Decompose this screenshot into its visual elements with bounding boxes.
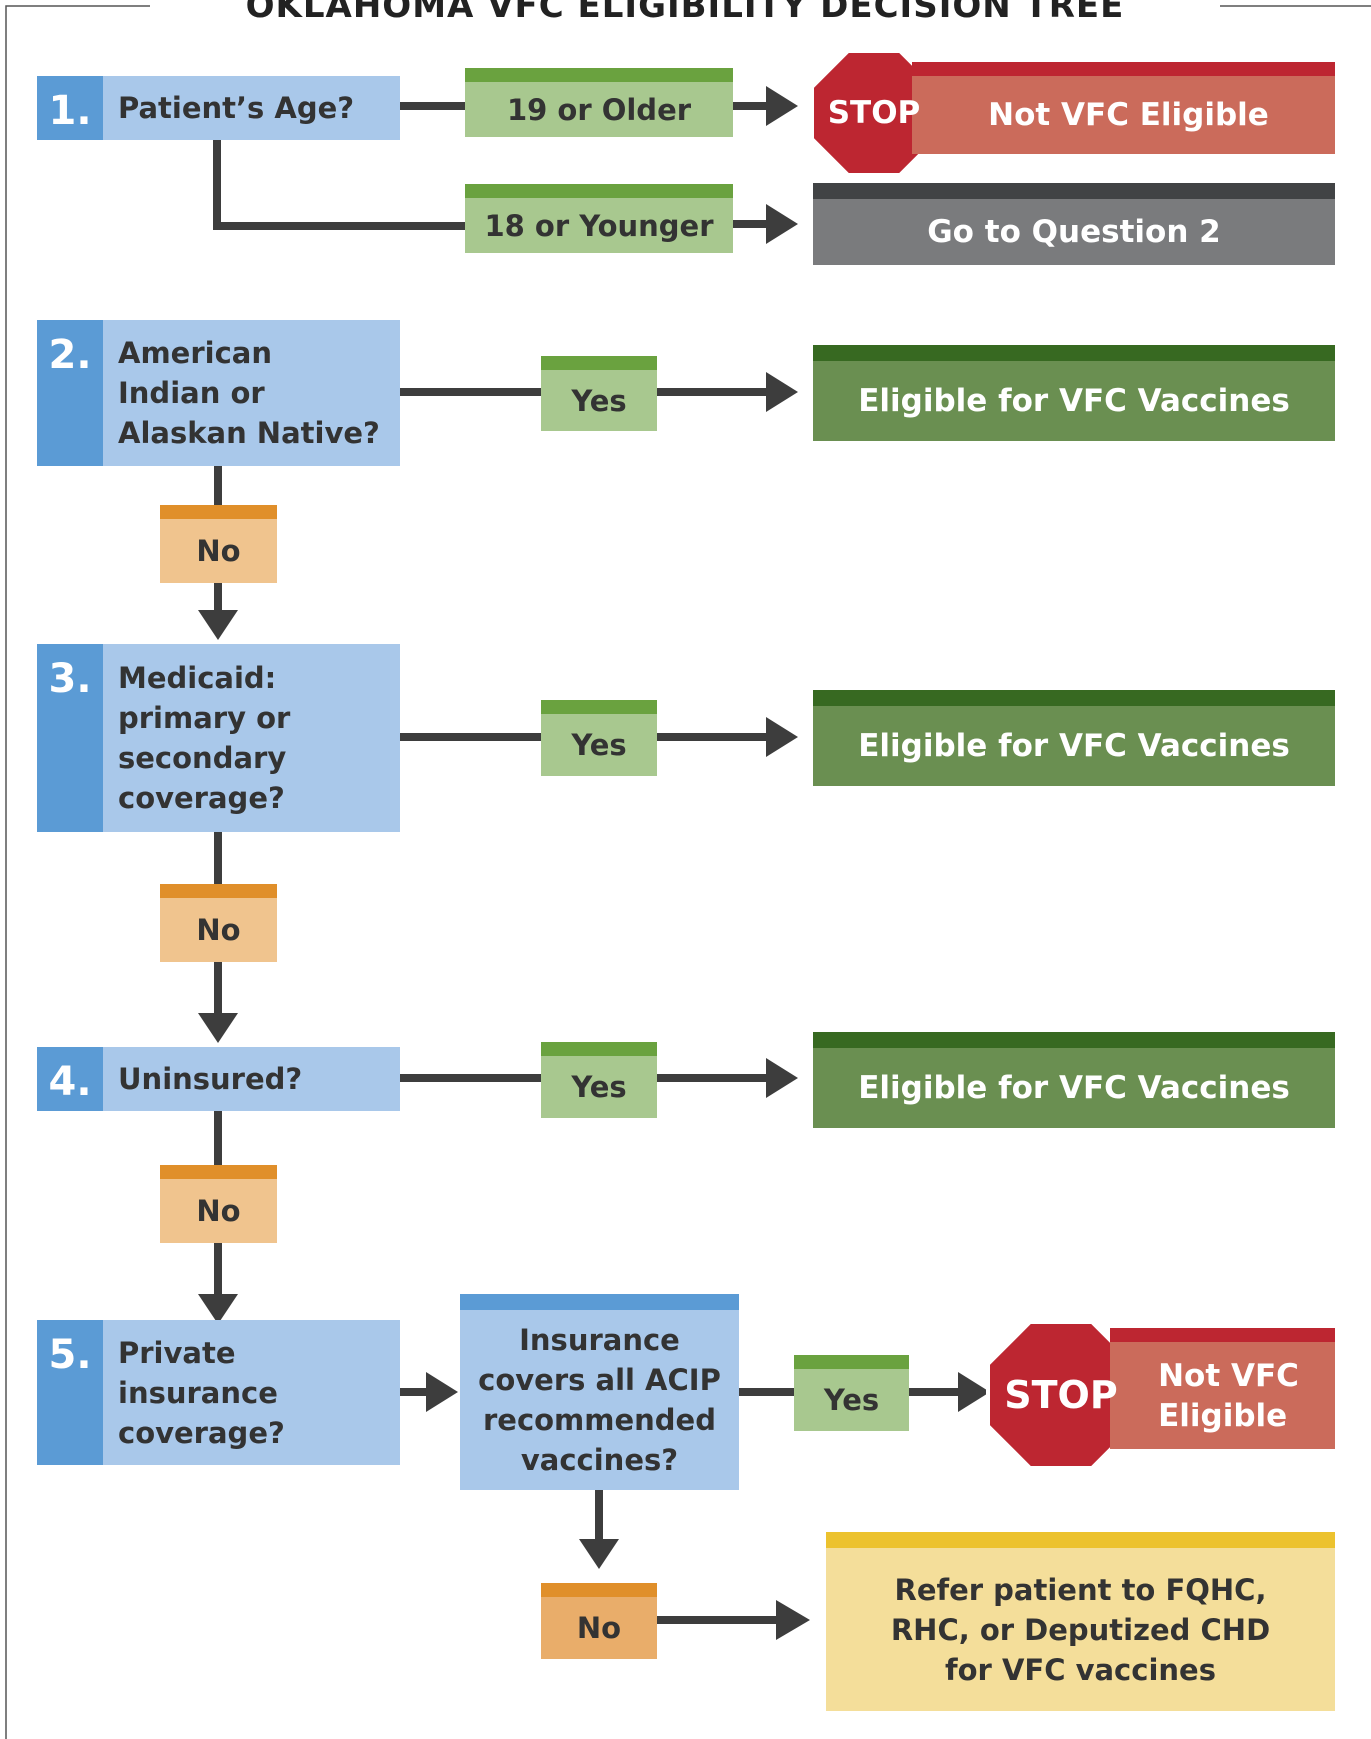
refer-line: RHC, or Deputized CHD — [890, 1612, 1271, 1647]
q5-no-label: No — [541, 1583, 657, 1659]
question-4-box: 4. Uninsured? — [37, 1047, 400, 1111]
question-5-number: 5. — [37, 1320, 103, 1465]
question-1-text: Patient’s Age? — [118, 91, 355, 125]
question-5-text: Private insurance coverage? — [118, 1320, 392, 1465]
option-19-or-older: 19 or Older — [465, 68, 733, 137]
acip-question-line: recommended — [482, 1403, 716, 1437]
acip-question-line: Insurance — [519, 1323, 680, 1357]
stop-sign-icon — [986, 1320, 1136, 1470]
question-3-line: Medicaid: — [118, 661, 277, 695]
not-eligible-line: Eligible — [1158, 1397, 1288, 1434]
acip-question-line: covers all ACIP — [478, 1363, 721, 1397]
q5-not-eligible-result: Not VFC Eligible — [1110, 1328, 1335, 1449]
question-5-box: 5. Private insurance coverage? — [37, 1320, 400, 1465]
question-4-text: Uninsured? — [118, 1062, 303, 1096]
q3-no-label: No — [160, 884, 277, 962]
question-2-number: 2. — [37, 320, 103, 466]
question-3-box: 3. Medicaid: primary or secondary covera… — [37, 644, 400, 832]
q4-yes-label: Yes — [541, 1042, 657, 1118]
q2-eligible-result: Eligible for VFC Vaccines — [813, 345, 1335, 441]
question-2-line: Indian or — [118, 376, 265, 410]
question-2-text: American Indian or Alaskan Native? — [118, 320, 392, 466]
question-3-line: primary or — [118, 701, 291, 735]
go-to-question-2: Go to Question 2 — [813, 183, 1335, 265]
q4-no-label: No — [160, 1165, 277, 1243]
refer-line: for VFC vaccines — [945, 1652, 1216, 1687]
q4-eligible-result: Eligible for VFC Vaccines — [813, 1032, 1335, 1128]
page-title: OKLAHOMA VFC ELIGIBILITY DECISION TREE — [150, 0, 1220, 28]
question-1-box: 1. Patient’s Age? — [37, 76, 400, 140]
question-5-line: coverage? — [118, 1415, 285, 1450]
q2-no-label: No — [160, 505, 277, 583]
question-4-number: 4. — [37, 1047, 103, 1111]
question-2-line: American — [118, 336, 272, 370]
question-3-number: 3. — [37, 644, 103, 832]
connector-lines — [213, 102, 962, 1624]
question-3-line: secondary — [118, 741, 287, 775]
refer-line: Refer patient to FQHC, — [894, 1572, 1267, 1607]
stop-sign-label-1: STOP — [827, 95, 921, 131]
question-2-line: Alaskan Native? — [118, 416, 380, 450]
option-18-or-younger: 18 or Younger — [465, 184, 733, 253]
q2-yes-label: Yes — [541, 356, 657, 431]
q3-eligible-result: Eligible for VFC Vaccines — [813, 690, 1335, 786]
question-5-line: insurance — [118, 1375, 278, 1410]
question-3-text: Medicaid: primary or secondary coverage? — [118, 644, 392, 832]
stop-sign-label-2: STOP — [1004, 1373, 1118, 1417]
not-eligible-result-1: Not VFC Eligible — [912, 62, 1335, 154]
acip-question-line: vaccines? — [520, 1443, 679, 1477]
question-3-line: coverage? — [118, 781, 285, 815]
question-2-box: 2. American Indian or Alaskan Native? — [37, 320, 400, 466]
arrowheads — [198, 86, 990, 1640]
q3-yes-label: Yes — [541, 700, 657, 776]
refer-patient-result: Refer patient to FQHC, RHC, or Deputized… — [826, 1532, 1335, 1711]
question-5-line: Private — [118, 1335, 236, 1370]
acip-coverage-question: Insurance covers all ACIP recommended va… — [460, 1294, 739, 1490]
not-eligible-line: Not VFC — [1158, 1357, 1299, 1394]
q5-yes-label: Yes — [794, 1355, 909, 1431]
question-1-number: 1. — [37, 76, 103, 140]
